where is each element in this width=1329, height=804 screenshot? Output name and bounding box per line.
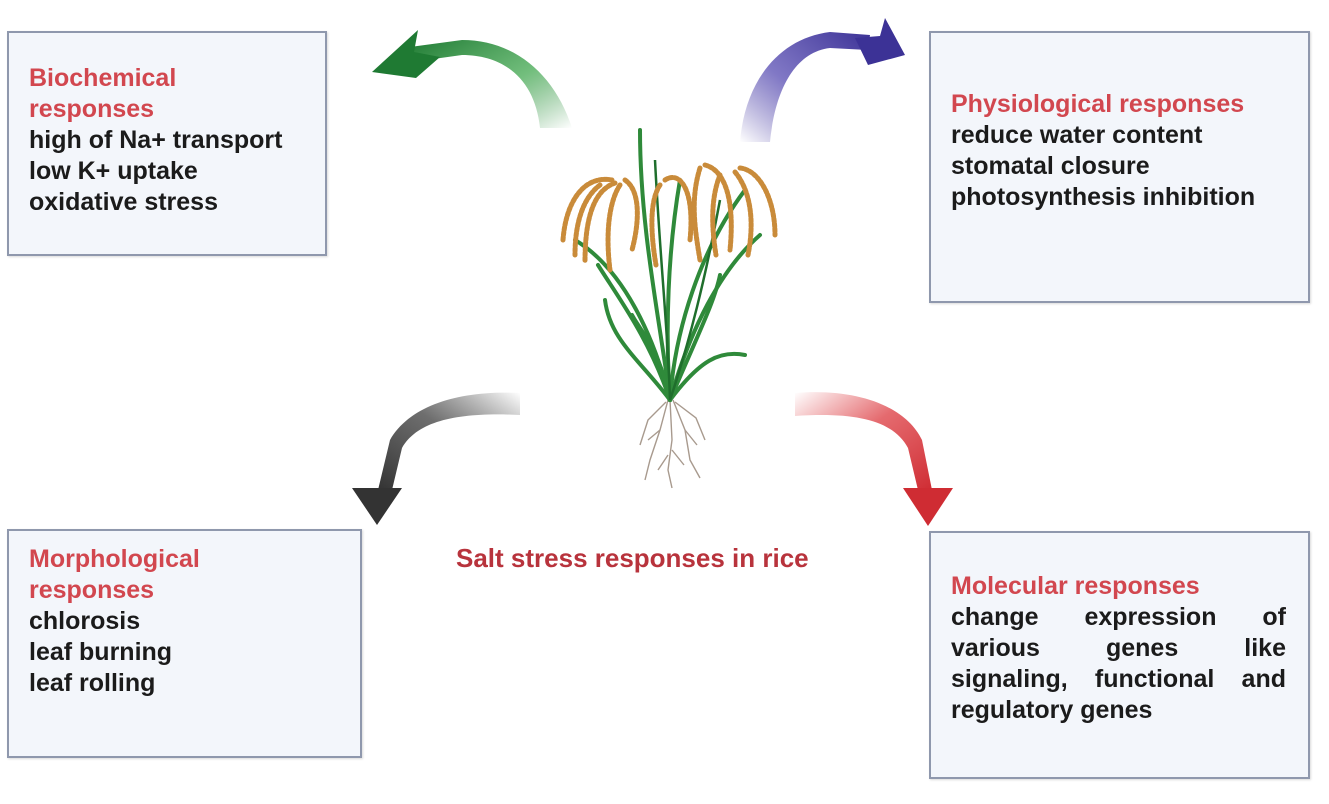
diagram-center-title: Salt stress responses in rice bbox=[456, 543, 809, 573]
morphological-title-line-1: Morphological bbox=[29, 545, 200, 573]
morphological-title-line-2: responses bbox=[29, 576, 155, 604]
molecular-responses-box: Molecular responses change expression of… bbox=[929, 531, 1310, 779]
rice-plant-icon bbox=[560, 128, 778, 489]
morphological-item: leaf rolling bbox=[29, 669, 156, 697]
physiological-title: Physiological responses bbox=[951, 90, 1245, 118]
physiological-item: reduce water content bbox=[951, 121, 1203, 149]
biochemical-title-line-2: responses bbox=[29, 95, 155, 123]
biochemical-item: oxidative stress bbox=[29, 188, 218, 216]
biochemical-responses-box: Biochemical responses high of Na+ transp… bbox=[7, 31, 327, 256]
biochemical-item: low K+ uptake bbox=[29, 157, 198, 185]
morphological-responses-box: Morphological responses chlorosis leaf b… bbox=[7, 529, 362, 758]
morphological-item: chlorosis bbox=[29, 607, 141, 635]
green-curved-arrow-icon bbox=[372, 30, 572, 128]
purple-curved-arrow-icon bbox=[740, 18, 905, 142]
morphological-item: leaf burning bbox=[29, 638, 173, 666]
red-curved-arrow-icon bbox=[795, 392, 953, 526]
physiological-responses-box: Physiological responses reduce water con… bbox=[929, 31, 1310, 303]
physiological-item: photosynthesis inhibition bbox=[951, 183, 1256, 211]
biochemical-title-line-1: Biochemical bbox=[29, 64, 177, 92]
molecular-title: Molecular responses bbox=[951, 572, 1200, 600]
physiological-item: stomatal closure bbox=[951, 152, 1150, 180]
gray-curved-arrow-icon bbox=[352, 392, 520, 525]
molecular-item: change expression of various genes like … bbox=[951, 603, 1286, 724]
biochemical-item: high of Na+ transport bbox=[29, 126, 283, 154]
